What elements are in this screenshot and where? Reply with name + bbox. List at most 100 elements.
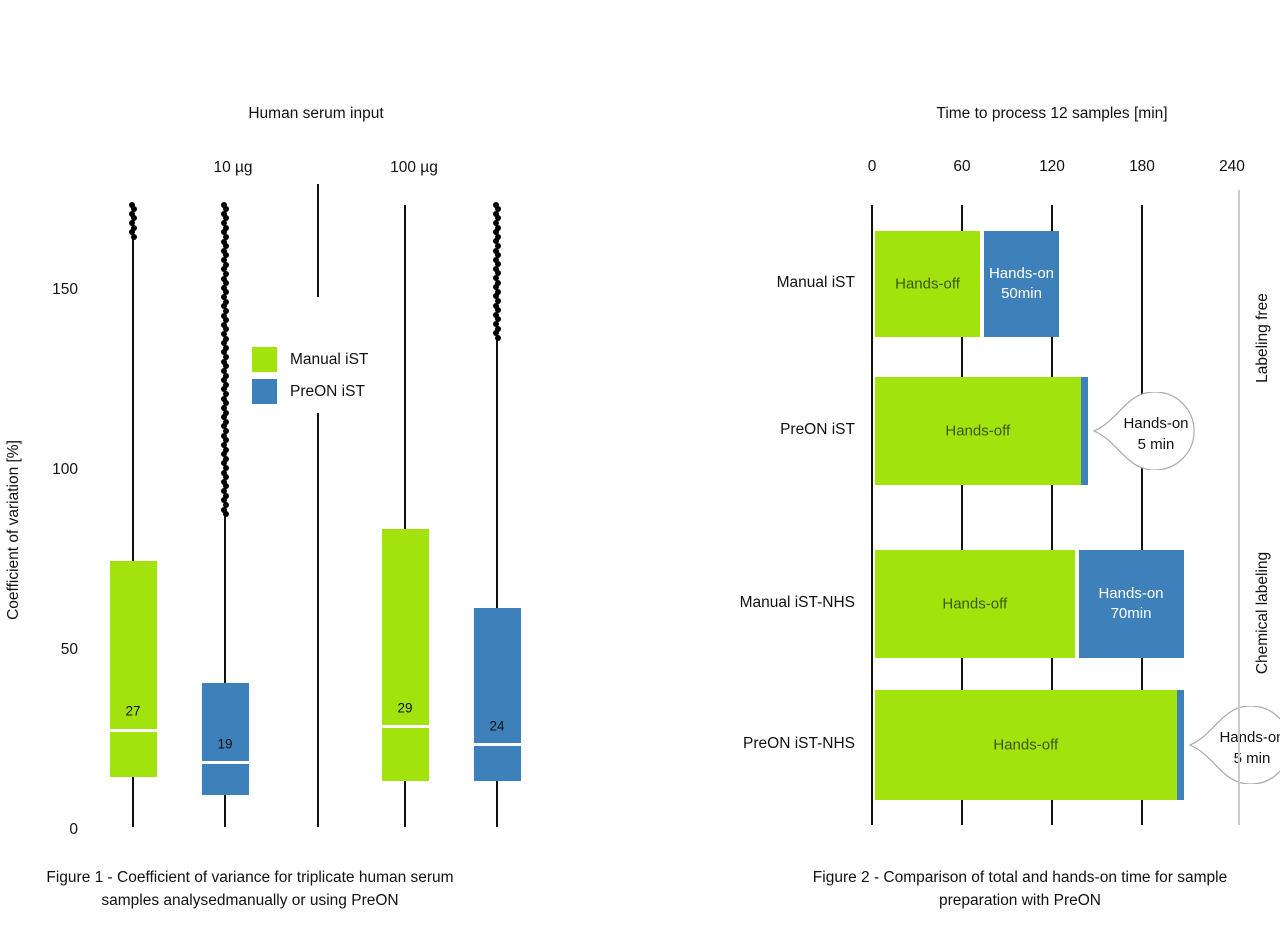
outlier-dot [221,460,228,467]
outlier-dot [222,492,229,499]
outlier-dot [222,381,229,388]
outlier-dot [493,201,500,208]
box-whisker-manual-ist-10-g [132,204,134,828]
outlier-dot [494,325,501,332]
outlier-dot [494,252,501,259]
outlier-dot [221,358,228,365]
outlier-dot [222,326,229,333]
bar-hands-on-sliver-preon-ist-nhs [1176,690,1184,800]
bar-hands-on-manual-ist [984,231,1059,337]
outlier-dot [222,446,229,453]
outlier-dot [493,275,500,282]
outlier-dot [221,414,228,421]
legend-item-preon-ist: PreON iST [252,379,368,404]
outlier-dot [222,243,229,250]
fig1-caption-line2: samples analysedmanually or using PreON [101,892,399,909]
outlier-dot [221,506,228,513]
outlier-dot [493,321,500,328]
outlier-dot [222,233,229,240]
outlier-dot [221,303,228,310]
fig2-row-label-manual-ist-nhs: Manual iST-NHS [739,594,855,611]
outlier-dot [221,395,228,402]
svg-text:Hands-on: Hands-on [1219,729,1280,746]
outlier-dot [222,354,229,361]
outlier-dot [221,266,228,273]
outlier-dot [221,377,228,384]
fig1-y-axis-label: Coefficient of variation [%] [5,440,22,620]
outlier-dot [130,215,137,222]
outlier-dot [129,201,136,208]
svg-text:5 min: 5 min [1234,750,1271,767]
outlier-dot [493,293,500,300]
fig2-xtick-180: 180 [1129,158,1155,175]
bar-hands-on-label-line: 50min [1001,285,1042,302]
outlier-dot [222,363,229,370]
outlier-dot [222,280,229,287]
box-whisker-manual-ist-100-g [404,204,406,828]
outlier-dot [222,298,229,305]
outlier-dot [222,511,229,518]
fig2-gridline-120 [1051,205,1053,825]
outlier-dot [221,257,228,264]
outlier-dot [221,386,228,393]
box-median-manual-ist-100-g [381,725,429,729]
outlier-dot [221,488,228,495]
fig1-group-divider-bottom [317,413,319,827]
callout-hands-on-preon-ist-nhs: Hands-on 5 min [1188,705,1280,785]
fig1-group-label-100ug: 100 µg [390,159,438,176]
outlier-dot [494,206,501,213]
outlier-dot [221,210,228,217]
legend-label-preon-ist: PreON iST [290,382,365,400]
box-manual-ist-100-g [381,528,429,781]
outlier-dot [222,483,229,490]
outlier-dot [222,215,229,222]
outlier-dot [222,335,229,342]
outlier-dot [493,265,500,272]
fig2-caption-line1: Figure 2 - Comparison of total and hands… [812,869,1228,886]
box-median-preon-ist-10-g [201,761,249,765]
outlier-dot [222,261,229,268]
box-value-label-preon-ist-10-g: 19 [217,736,233,752]
box-value-label-preon-ist-100-g: 24 [489,718,505,734]
outlier-dot [222,224,229,231]
outlier-dot [494,242,501,249]
outlier-dot [129,210,136,217]
outlier-dot [494,233,501,240]
outlier-dot [222,437,229,444]
outlier-dot [494,288,501,295]
outlier-dot [221,441,228,448]
outlier-dot [493,302,500,309]
outlier-dot [222,474,229,481]
box-median-preon-ist-100-g [473,743,521,747]
fig2-xtick-120: 120 [1039,158,1065,175]
bar-hands-on-label-line: Hands-on [988,265,1055,282]
bar-hands-on-sliver-preon-ist [1080,377,1088,485]
svg-text:5 min: 5 min [1138,436,1175,453]
outlier-dot [493,330,500,337]
bar-hands-on-label-line: Hands-on [1098,585,1164,602]
outlier-dot [494,224,501,231]
bar-hands-on-label-line: 70min [1110,605,1152,622]
outlier-dot [494,298,501,305]
outlier-dot [221,469,228,476]
outlier-dot [221,451,228,458]
fig2-xtick-240: 240 [1219,158,1245,175]
outlier-dot [222,372,229,379]
outlier-dot [493,247,500,254]
fig2-gridline-60 [961,205,963,825]
outlier-dot [222,400,229,407]
outlier-dot [222,307,229,314]
bar-hands-off-label-preon-ist-nhs: Hands-off [993,736,1059,754]
outlier-dot [222,270,229,277]
outlier-dot [494,279,501,286]
box-whisker-preon-ist-100-g [496,204,498,828]
outlier-dot [221,247,228,254]
box-value-label-manual-ist-100-g: 29 [397,700,413,716]
legend-label-manual-ist: Manual iST [290,350,369,368]
outlier-dot [494,215,501,222]
bar-hands-off-preon-ist-nhs [875,690,1177,800]
outlier-dot [221,404,228,411]
fig1-group-label-10ug: 10 µg [213,159,253,176]
